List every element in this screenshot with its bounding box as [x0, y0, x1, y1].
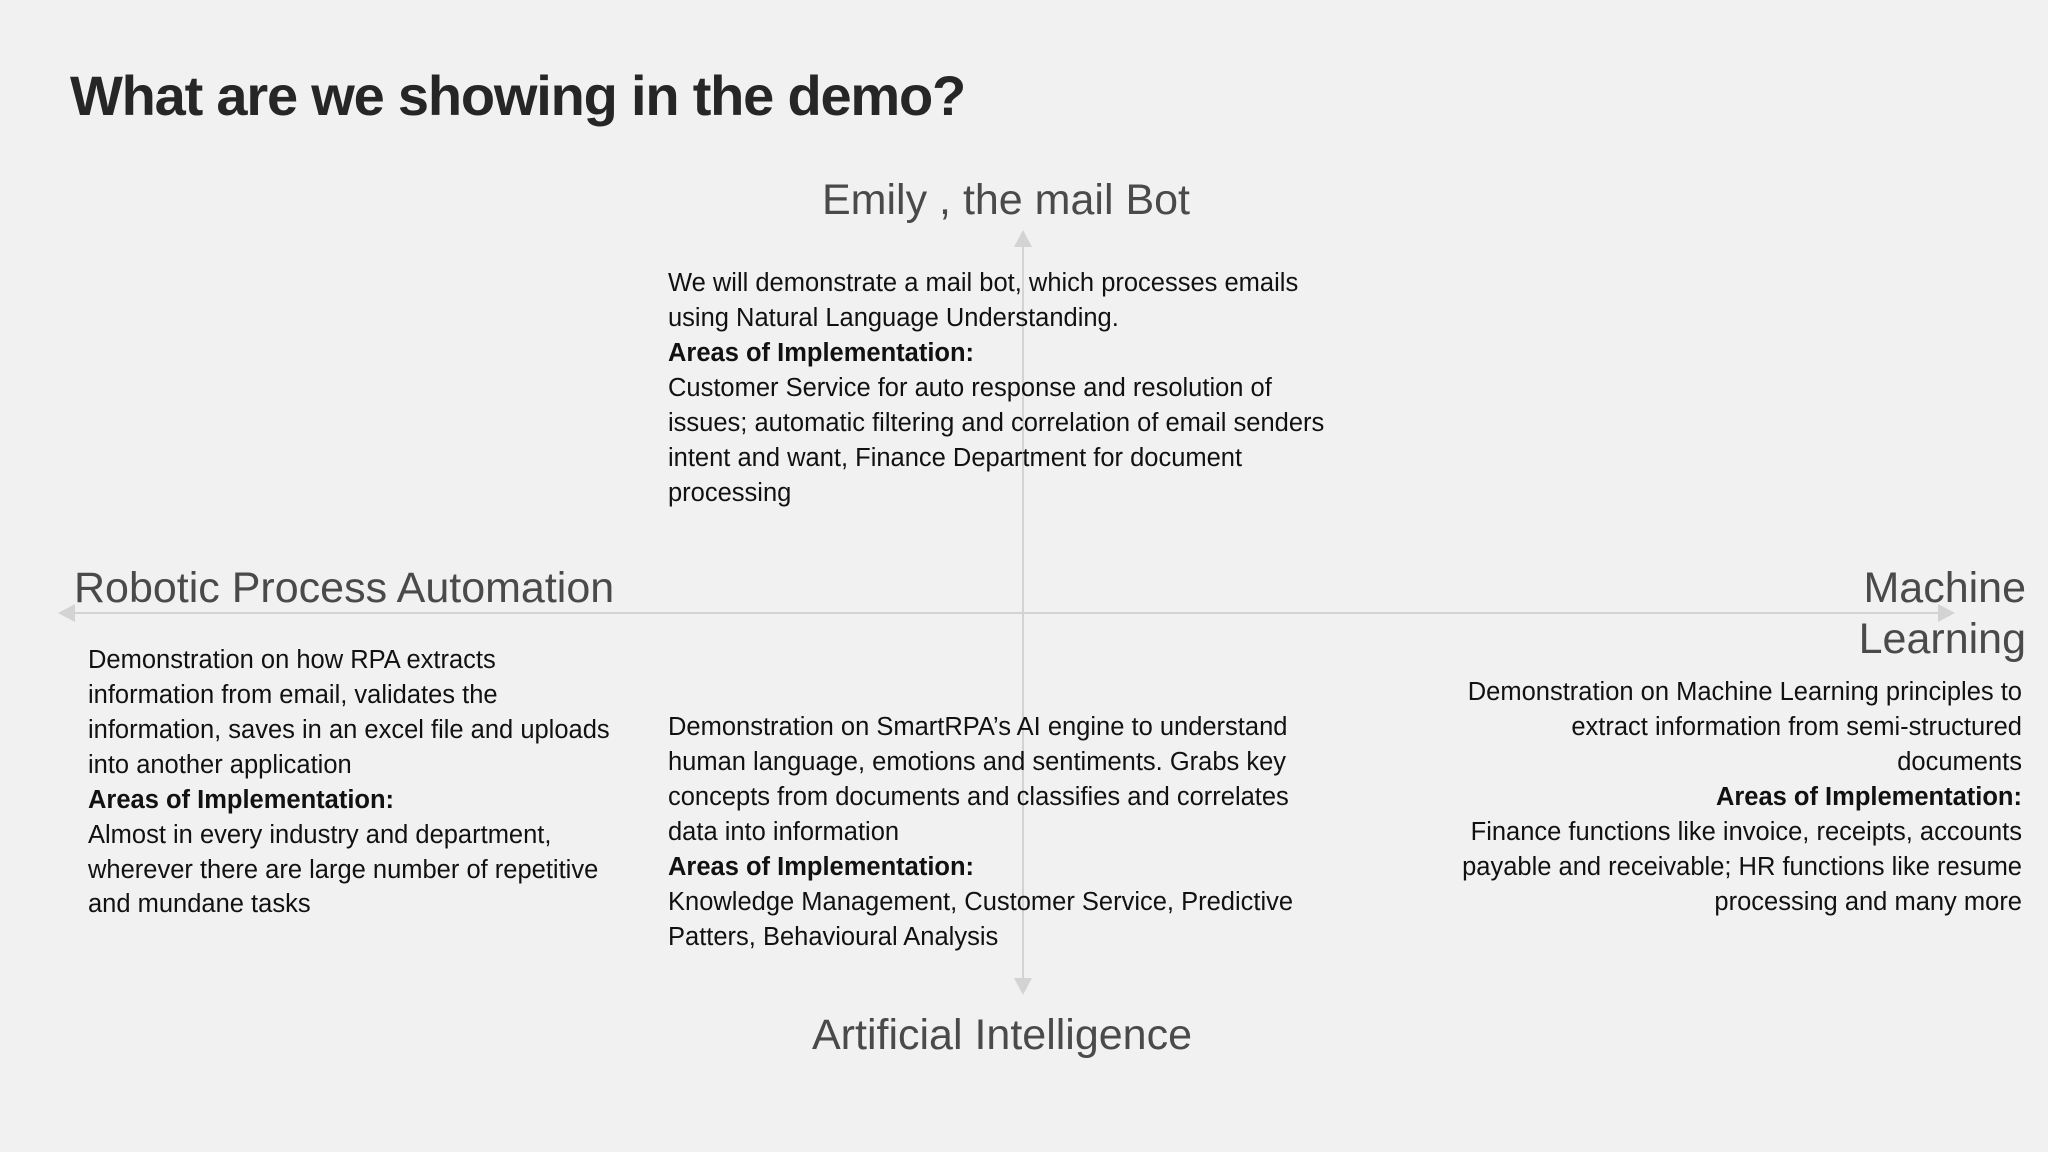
quadrant-center-description: Demonstration on SmartRPA’s AI engine to… [668, 713, 1289, 846]
quadrant-left-description: Demonstration on how RPA extracts inform… [88, 646, 610, 779]
quadrant-right-areas-text: Finance functions like invoice, receipts… [1462, 817, 2022, 916]
quadrant-left-areas-heading: Areas of Implementation: [88, 785, 395, 814]
quadrant-right-areas-heading: Areas of Implementation: [1715, 782, 2022, 811]
quadrant-text-left: Demonstration on how RPA extracts inform… [88, 643, 618, 922]
quadrant-center-areas-heading: Areas of Implementation: [668, 852, 975, 881]
axis-label-right: Machine Learning [1858, 564, 2026, 663]
quadrant-top-description: We will demonstrate a mail bot, which pr… [668, 269, 1299, 332]
quadrant-top-areas-heading: Areas of Implementation: [668, 338, 975, 367]
page-title: What are we showing in the demo? [70, 64, 966, 127]
arrow-down-icon [1014, 978, 1032, 995]
vertical-axis-line [1022, 236, 1024, 988]
quadrant-text-center: Demonstration on SmartRPA’s AI engine to… [668, 710, 1328, 954]
axis-label-left: Robotic Process Automation [74, 564, 615, 612]
quadrant-center-areas-text: Knowledge Management, Customer Service, … [668, 887, 1294, 951]
axis-label-bottom: Artificial Intelligence [812, 1011, 1193, 1059]
quadrant-left-areas-text: Almost in every industry and department,… [88, 820, 599, 919]
quadrant-right-description: Demonstration on Machine Learning princi… [1467, 678, 2022, 776]
quadrant-text-top: We will demonstrate a mail bot, which pr… [668, 266, 1328, 510]
arrow-right-icon [1938, 604, 1955, 622]
quadrant-top-areas-text: Customer Service for auto response and r… [668, 373, 1325, 507]
arrow-up-icon [1014, 230, 1032, 247]
axis-label-top: Emily , the mail Bot [822, 176, 1190, 224]
quadrant-text-right: Demonstration on Machine Learning princi… [1462, 675, 2022, 919]
horizontal-axis-line [72, 612, 1944, 614]
arrow-left-icon [58, 604, 75, 622]
